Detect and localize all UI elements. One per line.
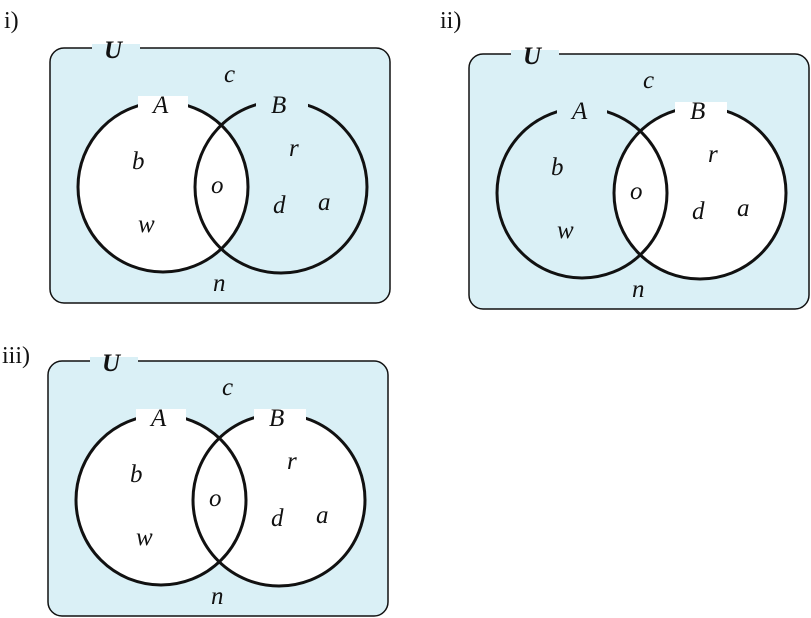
diagram-label: ii) [440,8,461,34]
element-intersection: o [211,172,224,199]
venn-diagram-3: U A Bc n b w o r d a [47,350,389,617]
element-outside: c [222,374,233,401]
element-b-only: a [737,195,750,222]
element-a-only: w [557,217,574,244]
element-b-only: a [318,189,331,216]
set-a-label-gap [557,102,607,118]
element-b-only: d [692,198,705,225]
venn-diagram-1: U A Bc n b w o r d a [49,37,391,304]
universe-label: U [104,37,124,64]
element-outside: n [632,276,645,303]
element-a-only: b [132,148,145,175]
set-a-label-gap [138,96,188,112]
element-a-only: b [551,154,564,181]
element-b-only: d [273,192,286,219]
set-a-label-gap [136,409,186,425]
element-b-only: a [316,502,329,529]
element-intersection: o [209,485,222,512]
set-b-label: B [690,98,705,125]
element-outside: c [643,67,654,94]
set-b-label-gap [254,409,306,425]
element-outside: c [224,61,235,88]
universe-label: U [523,43,543,70]
set-b-label: B [271,92,286,119]
universe-label-gap [92,44,140,52]
diagram-label: i) [4,8,19,34]
element-outside: n [213,270,226,297]
universe-label-gap [90,357,138,365]
set-b-label: B [269,405,284,432]
venn-diagram-2: U A Bc n b w o r d a [468,43,810,310]
element-b-only: r [708,141,718,168]
element-b-only: r [287,448,297,475]
set-a-label: A [149,405,167,432]
element-a-only: w [138,211,155,238]
element-b-only: r [289,135,299,162]
set-a-label: A [151,92,169,119]
element-a-only: w [136,524,153,551]
diagram-label: iii) [2,343,30,369]
universe-label-gap [511,50,559,58]
set-b-label-gap [256,96,308,112]
element-outside: n [211,583,224,610]
set-a-label: A [570,98,588,125]
element-b-only: d [271,505,284,532]
element-a-only: b [130,461,143,488]
element-intersection: o [630,178,643,205]
universe-label: U [102,350,122,377]
set-b-label-gap [675,102,727,118]
